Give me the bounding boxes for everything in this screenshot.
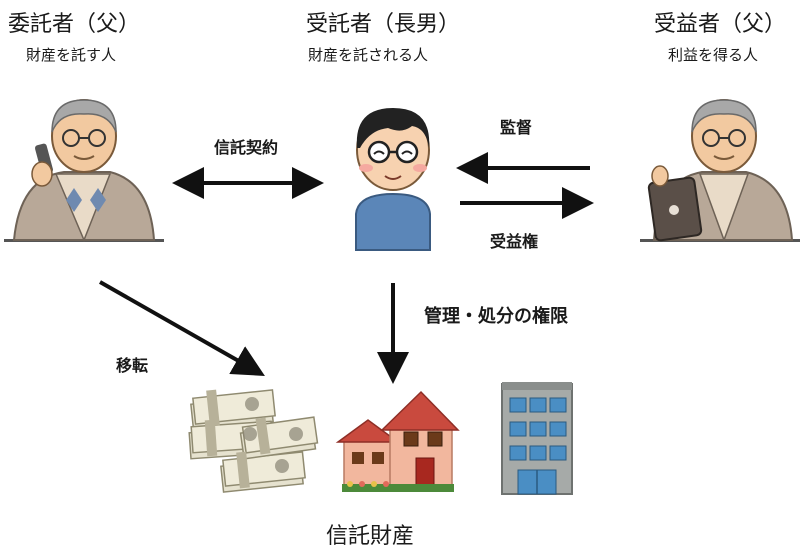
beneficiary-title: 受益者（父） (654, 12, 787, 37)
management-authority-label: 管理・処分の権限 (424, 306, 568, 327)
beneficial-right-label: 受益権 (490, 232, 539, 251)
settlor-elderly-man-icon (4, 99, 164, 242)
settlor-title: 委託者（父） (8, 12, 141, 37)
settlor-description: 財産を託す人 (26, 46, 117, 64)
trustee-description: 財産を託される人 (308, 46, 429, 64)
office-building-icon (501, 382, 573, 495)
trust-property-caption: 信託財産 (326, 524, 415, 549)
money-stacks-icon (188, 389, 319, 493)
beneficiary-description: 利益を得る人 (668, 46, 759, 64)
house-icon (335, 390, 460, 492)
transfer-arrow (99, 280, 265, 376)
beneficiary-elderly-man-icon (640, 99, 800, 243)
supervision-label: 監督 (500, 118, 533, 137)
transfer-label: 移転 (116, 356, 149, 375)
trustee-title: 受託者（長男） (306, 12, 461, 37)
trustee-young-man-icon (355, 108, 431, 251)
trust-contract-label: 信託契約 (214, 138, 279, 157)
